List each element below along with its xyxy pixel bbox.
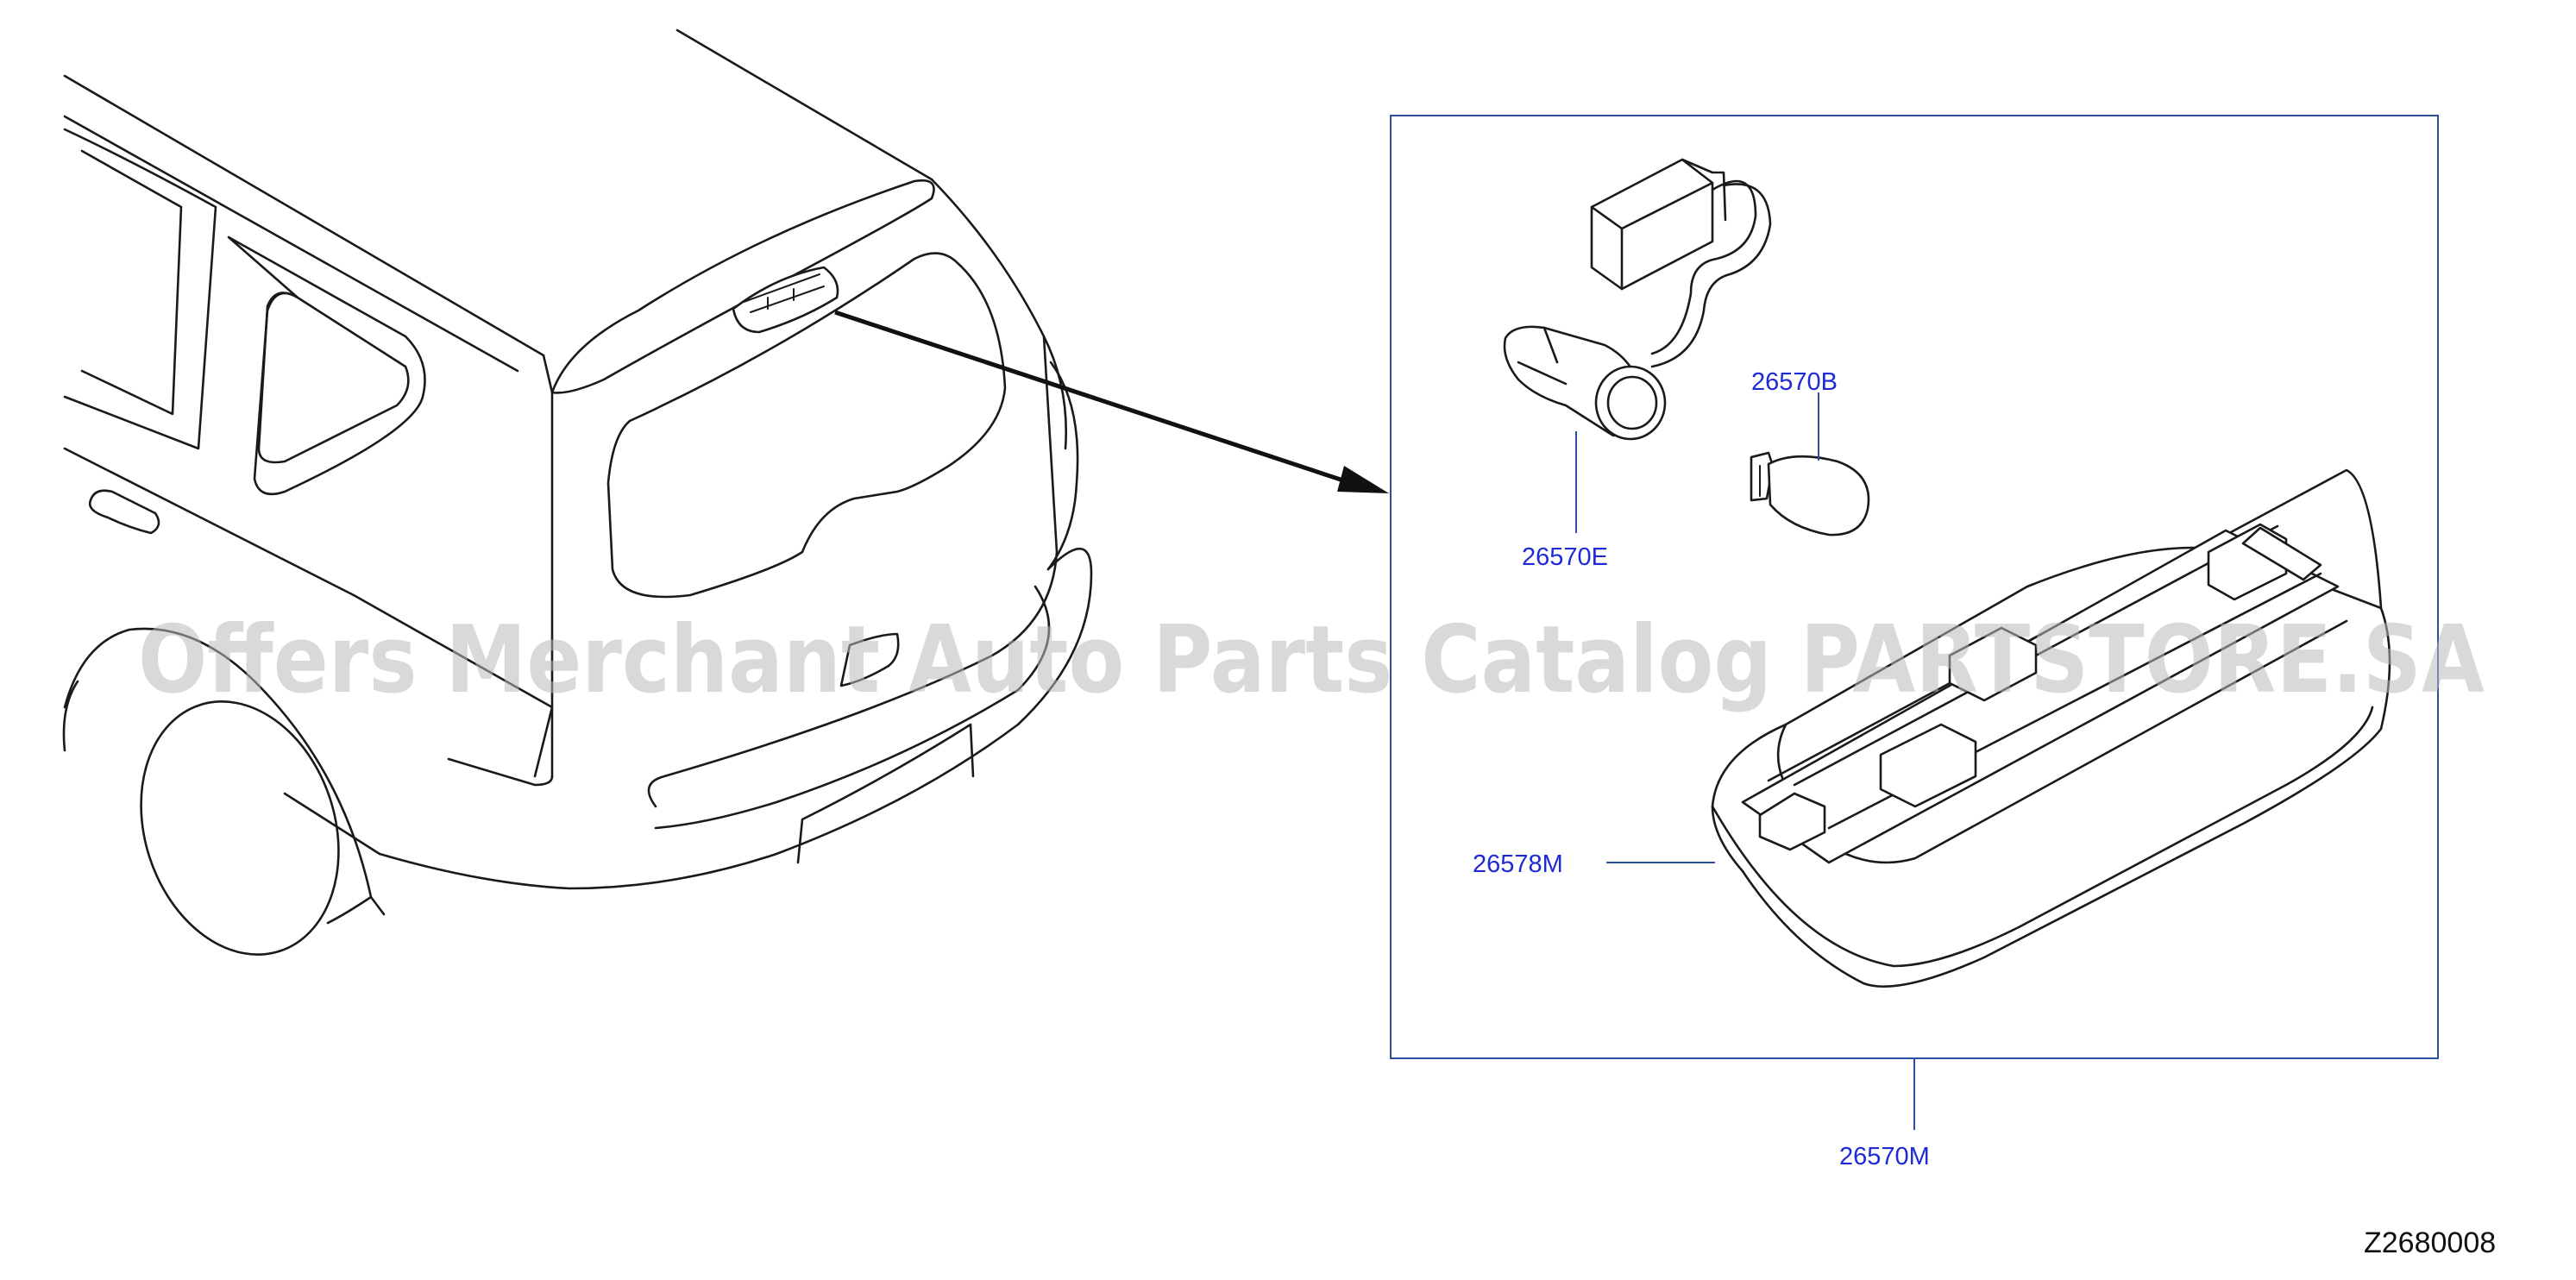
callout-26578M: 26578M (1473, 850, 1563, 878)
detail-pointer-arrow (834, 310, 1389, 493)
figure-code: Z2680008 (2364, 1227, 2496, 1259)
bulb-socket-harness (1503, 158, 1772, 441)
callout-26570B: 26570B (1751, 368, 1838, 396)
vehicle-rear-illustration (62, 28, 1093, 956)
detail-frame (1390, 115, 2439, 1059)
watermark-text: Offers Merchant Auto Parts Catalog PARTS… (138, 606, 2485, 714)
callout-26570M: 26570M (1839, 1143, 1930, 1170)
callout-26570E: 26570E (1522, 543, 1608, 571)
high-mount-stop-lamp-location (732, 266, 839, 334)
lamp-housing (1711, 468, 2391, 988)
bulb (1750, 451, 1870, 536)
